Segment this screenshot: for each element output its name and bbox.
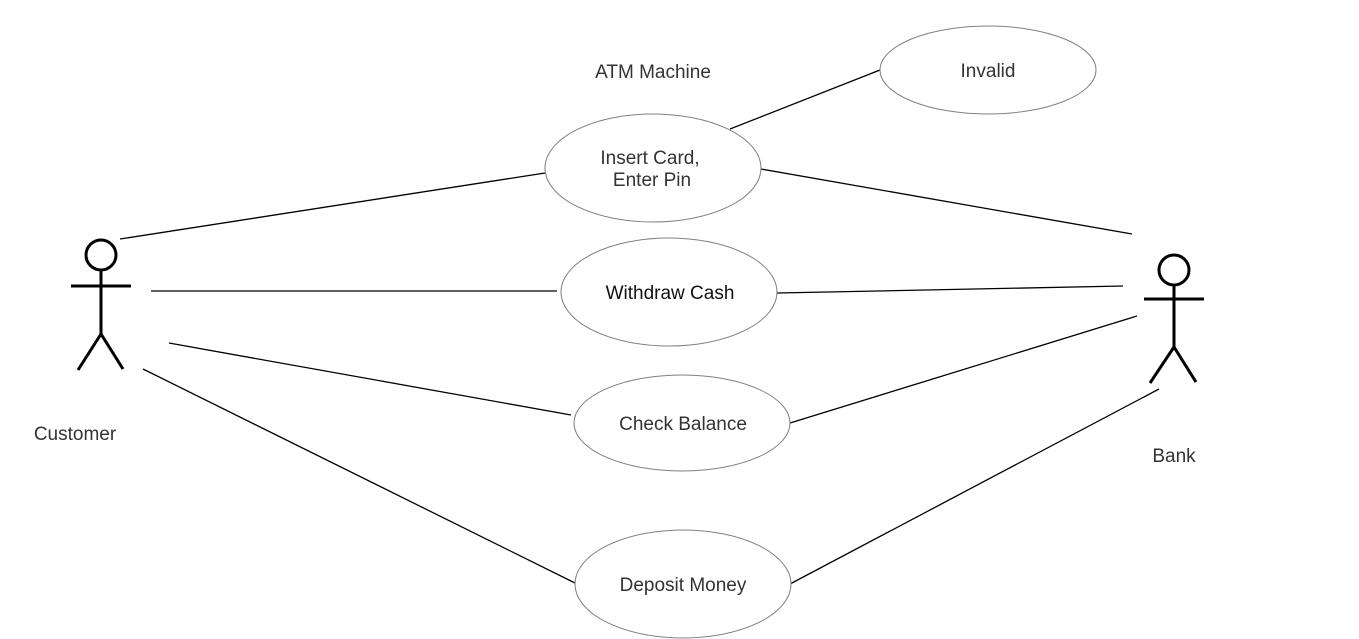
associations — [119, 69, 1160, 585]
use-case-withdraw-cash-shape — [560, 237, 778, 347]
actor-customer[interactable]: Customer — [34, 238, 131, 445]
association-deposit-money-bank — [789, 388, 1160, 585]
association-customer-insert-card — [119, 172, 546, 240]
association-insert-card-bank — [760, 168, 1133, 235]
use-case-insert-card-label-line-2: Enter Pin — [613, 170, 691, 191]
use-case-deposit-money-label: Deposit Money — [620, 575, 747, 596]
use-case-withdraw-cash[interactable]: Withdraw Cash — [560, 237, 778, 347]
use-case-insert-card[interactable]: Insert Card, Enter Pin — [544, 113, 762, 223]
use-case-insert-card-label-line-1: Insert Card, — [600, 148, 699, 169]
stick-figure-icon — [1144, 253, 1204, 384]
actor-bank-label: Bank — [1152, 446, 1196, 467]
stick-figure-icon — [71, 238, 131, 371]
use-case-deposit-money-shape — [574, 529, 792, 639]
system-title: ATM Machine — [595, 62, 711, 83]
actor-customer-label: Customer — [34, 424, 117, 445]
use-case-check-balance[interactable]: Check Balance — [573, 374, 791, 472]
association-customer-check-balance — [168, 342, 572, 416]
use-case-check-balance-label: Check Balance — [619, 414, 747, 435]
use-case-invalid[interactable]: Invalid — [879, 25, 1097, 115]
use-case-check-balance-shape — [573, 374, 791, 472]
association-insert-card-invalid — [729, 69, 881, 130]
use-case-deposit-money[interactable]: Deposit Money — [574, 529, 792, 639]
use-case-invalid-label: Invalid — [961, 61, 1016, 82]
association-withdraw-cash-bank — [776, 285, 1124, 294]
actor-bank[interactable]: Bank — [1144, 253, 1204, 467]
association-check-balance-bank — [789, 315, 1138, 424]
use-case-withdraw-cash-label: Withdraw Cash — [606, 283, 735, 304]
use-case-insert-card-shape — [544, 113, 762, 223]
association-customer-deposit-money — [142, 368, 578, 585]
use-case-invalid-shape — [879, 25, 1097, 115]
